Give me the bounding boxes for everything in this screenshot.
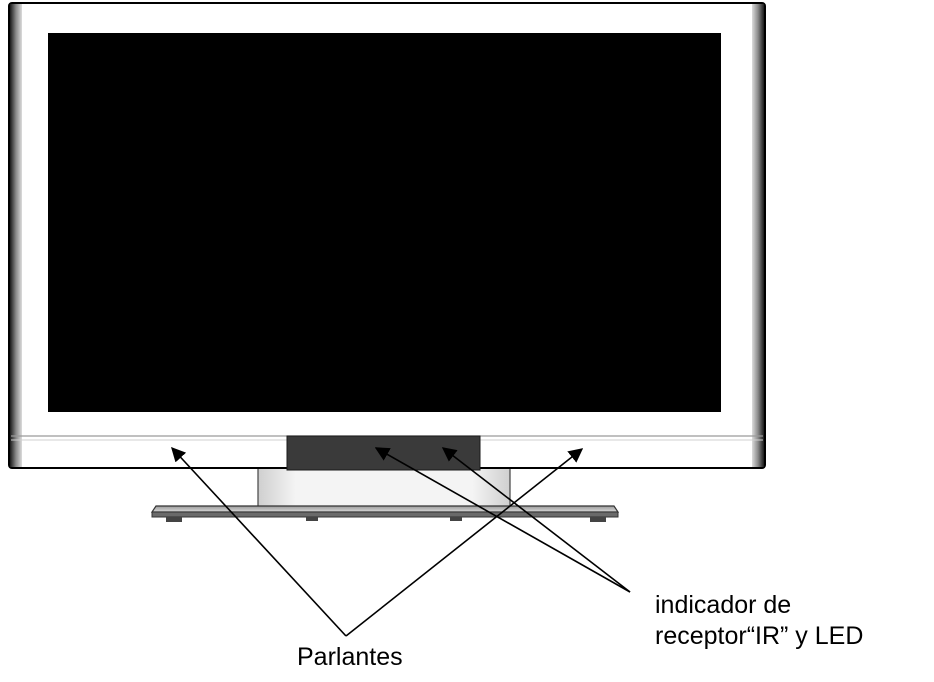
ir-led-label: indicador de receptor“IR” y LED: [655, 590, 863, 652]
bezel-right-edge: [752, 4, 764, 467]
bezel-left-edge: [10, 4, 22, 467]
arrow-speaker-right: [345, 448, 584, 637]
stand-base: [150, 505, 620, 522]
ir-led-label-line2: receptor“IR” y LED: [655, 622, 864, 650]
arrow-ir-right: [441, 447, 631, 593]
arrow-ir-left: [374, 447, 631, 593]
arrow-speaker-left: [171, 446, 347, 637]
callout-arrows: [171, 446, 631, 637]
speakers-label: Parlantes: [297, 643, 403, 671]
ir-led-label-line1: indicador de: [655, 591, 792, 619]
screen: [48, 33, 721, 412]
